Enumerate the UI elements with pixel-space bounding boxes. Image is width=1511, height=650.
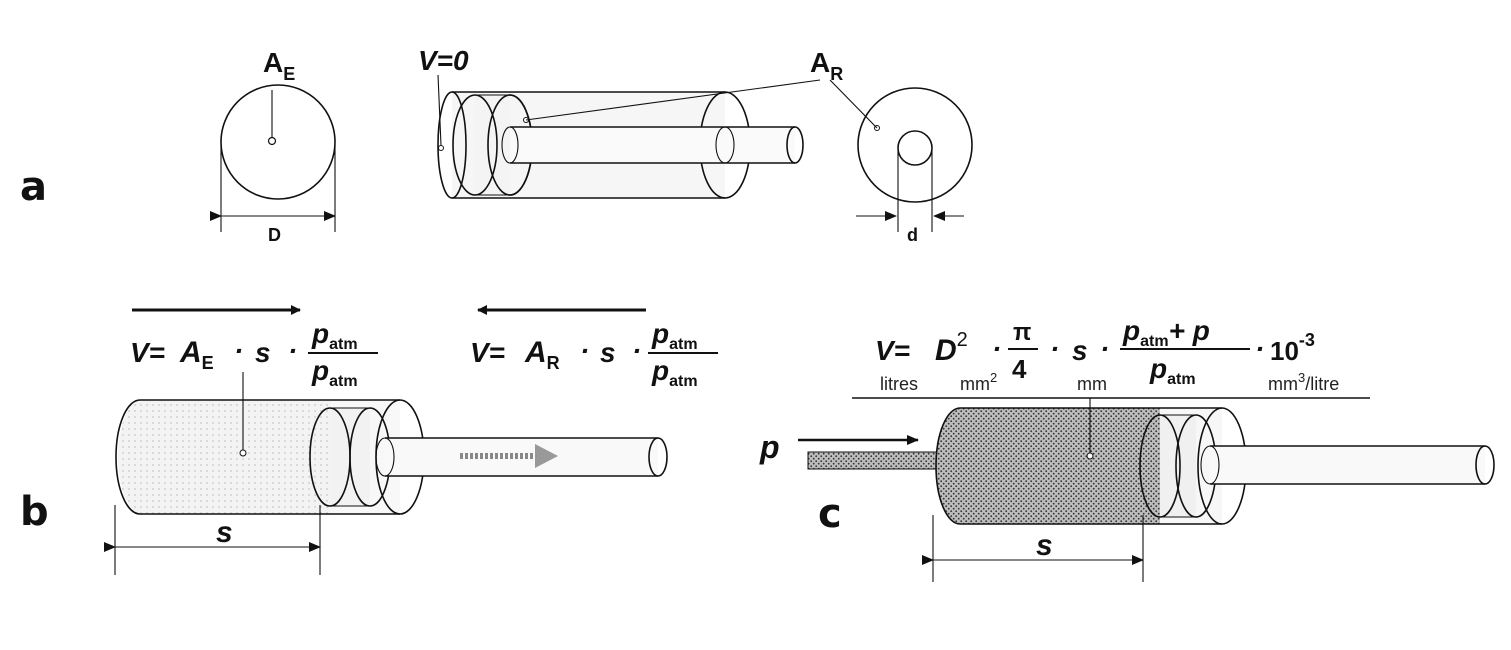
annulus-circle [857,87,973,203]
dimension-d [856,150,964,232]
panel-label-c: c [818,491,842,537]
dimension-D [210,145,336,232]
label-p: p [759,429,780,465]
svg-text:·: · [288,335,297,366]
svg-text:·: · [1050,333,1059,364]
svg-text:·: · [234,335,243,366]
cylinder-empty [437,74,804,199]
svg-text:s: s [600,337,616,368]
dimension-s-c [922,515,1144,582]
svg-text:V=: V= [470,337,505,368]
svg-text:π: π [1013,319,1031,346]
svg-text:mm: mm [1077,374,1107,394]
panel-label-a: a [20,164,47,210]
svg-text:patm: patm [311,318,358,353]
cylinder-extending [115,372,668,515]
label-d: d [907,225,918,245]
label-V0: V=0 [418,45,469,76]
panel-label-b: b [20,489,49,535]
label-D: D [268,225,281,245]
formula-extend: V= AE · s · patm patm [130,318,378,390]
svg-text:litres: litres [880,374,918,394]
svg-text:patm: patm [651,318,698,353]
svg-text:patm: patm [651,355,698,390]
leader-lines-A-R [525,79,878,129]
supply-line [807,451,941,470]
svg-text:s: s [1072,335,1088,366]
svg-text:AE: AE [179,336,214,373]
label-s-b: s [216,516,233,549]
label-s-c: s [1036,529,1053,562]
piston-face-circle [220,84,336,200]
svg-text:mm3/litre: mm3/litre [1268,370,1339,394]
svg-text:10-3: 10-3 [1270,330,1315,366]
formula-compressed: V= D2 · π 4 · s · patm+ p patm · 10-3 [875,315,1315,388]
formula-retract: V= AR · s · patm patm [470,318,718,390]
label-A-E: AE [263,47,295,84]
svg-text:s: s [255,337,271,368]
dimension-s-b [104,505,321,575]
svg-text:·: · [632,335,641,366]
svg-text:mm2: mm2 [960,370,997,394]
svg-text:V=: V= [875,335,910,366]
svg-text:patm+ p: patm+ p [1122,315,1210,350]
cylinder-pressurized [935,398,1495,525]
svg-text:4: 4 [1012,354,1027,384]
svg-text:·: · [580,335,589,366]
svg-text:AR: AR [524,336,560,373]
svg-text:·: · [1255,333,1264,364]
svg-text:V=: V= [130,337,165,368]
label-A-R: AR [810,47,843,84]
svg-text:D2: D2 [935,329,968,367]
svg-text:·: · [992,333,1001,364]
svg-text:patm: patm [1149,353,1196,388]
svg-text:patm: patm [311,355,358,390]
svg-text:·: · [1100,333,1109,364]
units-row: litres mm2 mm mm3/litre [852,370,1370,399]
